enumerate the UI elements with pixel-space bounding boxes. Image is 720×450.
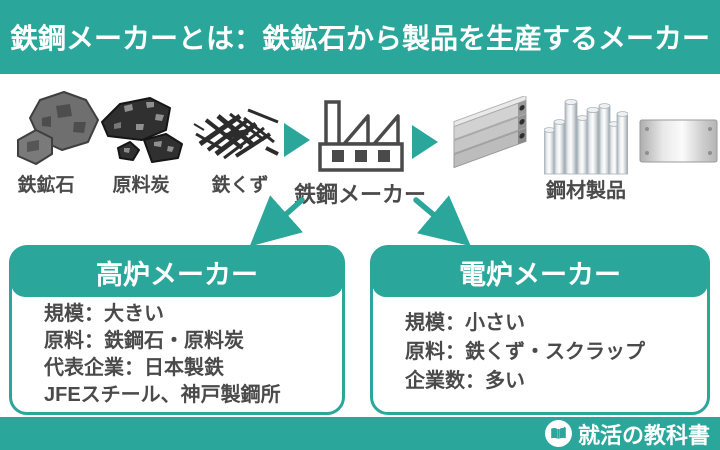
steel-pipes-icon <box>544 99 628 175</box>
coal-label: 原料炭 <box>112 175 170 196</box>
blast-furnace-line: JFEスチール、神戸製鋼所 <box>44 384 281 406</box>
factory-icon <box>318 100 404 172</box>
page-title: 鉄鋼メーカーとは：鉄鉱石から製品を生産するメーカー <box>9 23 710 54</box>
blast-furnace-line: 原料：鉄鋼石・原料炭 <box>44 330 244 352</box>
blast-furnace-box-title: 高炉メーカー <box>11 247 343 297</box>
steel-beams-icon <box>453 96 527 169</box>
header-bar: 鉄鋼メーカーとは：鉄鉱石から製品を生産するメーカー <box>0 0 720 74</box>
flow-arrow-right-1 <box>284 123 310 157</box>
brand-book-icon <box>544 420 572 447</box>
electric-furnace-line: 企業数：多い <box>405 370 525 392</box>
flow-arrow-right-2 <box>412 125 438 159</box>
electric-furnace-box-body: 規模：小さい 原料：鉄くず・スクラップ 企業数：多い <box>373 296 707 396</box>
scrap-label: 鉄くず <box>211 175 269 196</box>
electric-furnace-line: 原料：鉄くず・スクラップ <box>405 341 645 363</box>
scrap-icon <box>193 108 279 160</box>
iron-ore-icon <box>17 91 99 165</box>
electric-furnace-line: 規模：小さい <box>405 312 525 334</box>
coal-icon <box>101 97 183 163</box>
blast-furnace-line: 代表企業：日本製鉄 <box>44 357 224 379</box>
steel-maker-label: 鉄鋼メーカー <box>293 182 426 207</box>
blast-furnace-box-body: 規模：大きい 原料：鉄鋼石・原料炭 代表企業：日本製鉄 JFEスチール、神戸製鋼… <box>12 296 342 409</box>
steel-plate-icon <box>639 119 718 163</box>
iron-ore-label: 鉄鉱石 <box>17 175 75 196</box>
steel-products-label: 鋼材製品 <box>546 180 626 202</box>
electric-furnace-box-title: 電炉メーカー <box>372 247 708 297</box>
blast-furnace-box: 高炉メーカー 規模：大きい 原料：鉄鋼石・原料炭 代表企業：日本製鉄 JFEスチ… <box>9 245 345 415</box>
electric-furnace-box: 電炉メーカー 規模：小さい 原料：鉄くず・スクラップ 企業数：多い <box>370 245 710 415</box>
split-arrows <box>249 195 471 246</box>
arrow-to-electric-furnace <box>413 195 471 246</box>
footer-bar: 就活の教科書 <box>0 417 720 450</box>
blast-furnace-line: 規模：大きい <box>44 303 164 325</box>
brand-name: 就活の教科書 <box>577 422 710 448</box>
arrow-to-blast-furnace <box>249 195 305 246</box>
